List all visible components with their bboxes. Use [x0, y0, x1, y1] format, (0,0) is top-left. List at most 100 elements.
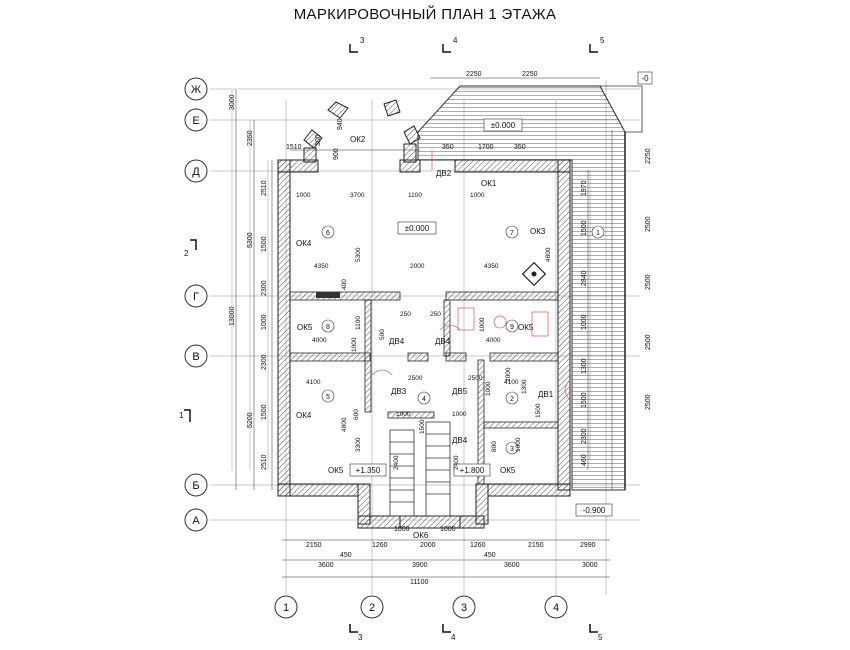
svg-text:1500: 1500 — [535, 403, 542, 418]
svg-text:2: 2 — [369, 602, 375, 614]
svg-text:ДВ1: ДВ1 — [538, 390, 554, 399]
svg-text:5300: 5300 — [247, 232, 254, 248]
svg-text:1100: 1100 — [408, 192, 422, 199]
svg-text:ОК3: ОК3 — [530, 227, 546, 236]
svg-text:2500: 2500 — [645, 216, 652, 232]
page-title: МАРКИРОВОЧНЫЙ ПЛАН 1 ЭТАЖА — [293, 6, 557, 23]
svg-text:2300: 2300 — [261, 354, 268, 370]
svg-text:6: 6 — [326, 230, 330, 237]
svg-text:2000: 2000 — [505, 367, 512, 382]
svg-text:2150: 2150 — [528, 542, 544, 549]
svg-text:ОК4: ОК4 — [296, 239, 312, 248]
opening-marks: ОК1 ОК2 ОК3 ОК4 ОК4 ОК5 ОК5 ОК5 ОК5 ОК6 … — [296, 135, 554, 540]
svg-text:3: 3 — [461, 602, 467, 614]
svg-text:1260: 1260 — [470, 542, 486, 549]
svg-text:ДВ3: ДВ3 — [391, 387, 407, 396]
radiator-icon — [316, 292, 340, 298]
axis-bubble-row: Ж — [184, 77, 208, 101]
svg-text:ДВ5: ДВ5 — [452, 387, 468, 396]
svg-text:4000: 4000 — [486, 337, 501, 344]
level-box: ±0.000 — [397, 221, 437, 235]
svg-text:1300: 1300 — [581, 358, 588, 374]
svg-text:4800: 4800 — [341, 417, 348, 432]
axis-bubble-col: 2 — [360, 595, 384, 619]
svg-text:13000: 13000 — [229, 306, 236, 326]
svg-text:2150: 2150 — [306, 542, 322, 549]
axis-bubble-row: Е — [184, 108, 208, 132]
svg-text:ОК5: ОК5 — [518, 323, 534, 332]
room-number: 1 — [591, 225, 605, 239]
svg-text:1000: 1000 — [351, 337, 358, 352]
svg-text:250: 250 — [400, 311, 411, 318]
svg-text:4100: 4100 — [504, 379, 519, 386]
svg-text:2000: 2000 — [420, 542, 436, 549]
svg-text:460: 460 — [581, 454, 588, 466]
svg-text:ОК6: ОК6 — [413, 531, 429, 540]
svg-text:Д: Д — [192, 166, 200, 178]
svg-text:2500: 2500 — [645, 334, 652, 350]
axis-bubble-row: В — [184, 344, 208, 368]
svg-text:ОК5: ОК5 — [328, 466, 344, 475]
exterior-walls — [277, 99, 571, 529]
boiler-icon — [521, 261, 547, 287]
svg-text:4: 4 — [453, 36, 458, 45]
svg-text:ОК2: ОК2 — [350, 135, 366, 144]
svg-text:3900: 3900 — [412, 562, 428, 569]
svg-text:В: В — [192, 351, 199, 363]
svg-text:1000: 1000 — [296, 192, 311, 199]
svg-text:1500: 1500 — [261, 404, 268, 420]
svg-text:-0: -0 — [641, 74, 649, 83]
svg-text:250: 250 — [430, 311, 441, 318]
svg-text:800: 800 — [491, 441, 498, 452]
level-box: +1.350 — [349, 463, 387, 477]
terrace — [417, 85, 643, 491]
svg-text:1000: 1000 — [470, 192, 485, 199]
room-number: 8 — [321, 319, 335, 333]
svg-text:900: 900 — [333, 148, 340, 160]
svg-text:ДВ2: ДВ2 — [436, 169, 452, 178]
dimension-lines — [235, 77, 613, 578]
level-box: -0.900 — [575, 503, 613, 517]
svg-text:4: 4 — [553, 602, 559, 614]
svg-text:2510: 2510 — [261, 454, 268, 470]
svg-text:7: 7 — [510, 230, 514, 237]
axis-bubble-row: Г — [184, 284, 208, 308]
svg-text:1500: 1500 — [581, 392, 588, 408]
svg-text:4000: 4000 — [312, 337, 327, 344]
svg-text:2510: 2510 — [261, 180, 268, 196]
svg-text:1000: 1000 — [581, 314, 588, 330]
svg-text:2500: 2500 — [468, 375, 483, 382]
svg-text:1100: 1100 — [355, 316, 362, 330]
svg-text:3600: 3600 — [504, 562, 520, 569]
svg-text:2250: 2250 — [522, 71, 538, 78]
svg-text:3: 3 — [510, 446, 514, 453]
level-box: ±0.000 — [483, 118, 523, 132]
svg-text:1000: 1000 — [396, 411, 411, 418]
svg-text:1500: 1500 — [581, 220, 588, 236]
svg-text:3000: 3000 — [582, 562, 598, 569]
svg-text:350: 350 — [514, 144, 526, 151]
axis-bubble-col: 3 — [452, 595, 476, 619]
svg-text:4100: 4100 — [306, 379, 321, 386]
svg-text:2840: 2840 — [581, 270, 588, 286]
svg-text:2250: 2250 — [466, 71, 482, 78]
bottom-dimensions: 2150 1260 2000 1260 2150 2990 450 450 10… — [306, 526, 598, 586]
room-number: 6 — [321, 225, 335, 239]
svg-text:1: 1 — [179, 411, 184, 420]
svg-text:А: А — [192, 515, 200, 527]
svg-text:4: 4 — [422, 396, 426, 403]
svg-text:ДВ4: ДВ4 — [389, 337, 405, 346]
svg-text:300: 300 — [315, 134, 322, 146]
svg-text:Е: Е — [192, 115, 199, 127]
section-cut-labels: 3 4 5 3 4 5 2 1 — [179, 36, 605, 642]
svg-text:1700: 1700 — [478, 144, 494, 151]
svg-text:450: 450 — [484, 552, 496, 559]
svg-text:4350: 4350 — [314, 263, 329, 270]
room-number: 4 — [417, 391, 431, 405]
svg-text:4800: 4800 — [545, 247, 552, 262]
axis-bubble-row: Д — [184, 159, 208, 183]
svg-text:400: 400 — [341, 279, 348, 290]
svg-text:1000: 1000 — [452, 411, 467, 418]
level-marks: ±0.000 ±0.000 +1.350 +1.800 -0.900 -0 — [349, 71, 653, 517]
svg-text:1260: 1260 — [372, 542, 388, 549]
